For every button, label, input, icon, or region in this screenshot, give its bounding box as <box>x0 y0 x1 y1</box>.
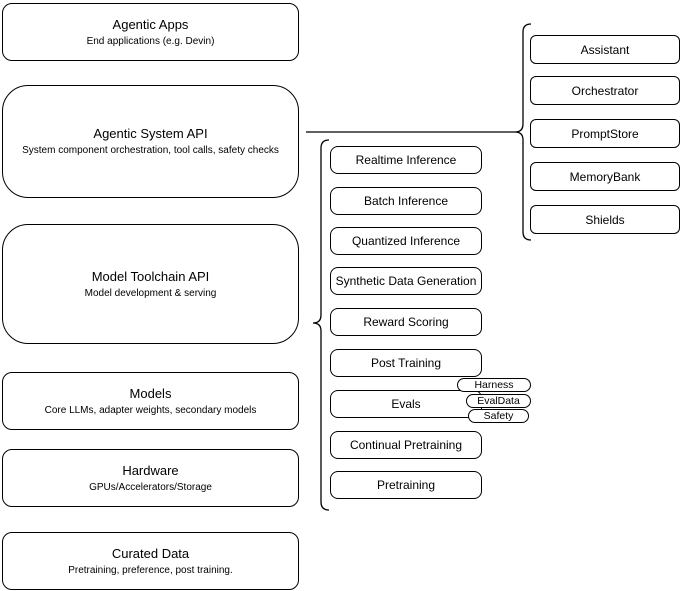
service-label: Batch Inference <box>363 194 449 208</box>
component-label: PromptStore <box>571 126 639 141</box>
layer-title: Models <box>129 385 172 401</box>
service-pretraining: Pretraining <box>330 471 482 499</box>
layer-title: Model Toolchain API <box>91 268 210 284</box>
service-label: Synthetic Data Generation <box>335 274 477 288</box>
service-label: Pretraining <box>376 478 436 492</box>
service-label: Post Training <box>370 356 442 370</box>
service-quantized-inference: Quantized Inference <box>330 227 482 255</box>
component-orchestrator: Orchestrator <box>530 76 680 105</box>
components-bracket <box>514 23 532 241</box>
eval-tag-label: Safety <box>483 409 514 422</box>
service-label: Reward Scoring <box>363 315 449 329</box>
service-label: Evals <box>391 397 421 411</box>
service-label: Quantized Inference <box>351 234 461 248</box>
eval-tag-safety: Safety <box>468 409 529 423</box>
toolchain-bracket <box>312 139 330 511</box>
component-promptstore: PromptStore <box>530 119 680 148</box>
service-evals: Evals <box>330 390 482 418</box>
layer-title: Hardware <box>122 462 179 478</box>
service-synthetic-data-generation: Synthetic Data Generation <box>330 267 482 295</box>
component-shields: Shields <box>530 205 680 234</box>
layer-agentic-system-api: Agentic System API System component orch… <box>2 85 299 198</box>
eval-tag-label: Harness <box>474 378 514 391</box>
service-post-training: Post Training <box>330 349 482 377</box>
layer-title: Agentic Apps <box>112 16 189 32</box>
layer-subtitle: Model development & serving <box>84 287 217 299</box>
component-label: Shields <box>585 212 625 227</box>
component-label: MemoryBank <box>569 169 641 184</box>
component-memorybank: MemoryBank <box>530 162 680 191</box>
layer-subtitle: End applications (e.g. Devin) <box>86 35 215 47</box>
layer-subtitle: Core LLMs, adapter weights, secondary mo… <box>44 404 257 416</box>
layer-agentic-apps: Agentic Apps End applications (e.g. Devi… <box>2 3 299 61</box>
layer-model-toolchain-api: Model Toolchain API Model development & … <box>2 224 299 344</box>
component-assistant: Assistant <box>530 35 680 64</box>
layer-title: Agentic System API <box>93 126 208 141</box>
layer-title: Curated Data <box>111 545 190 561</box>
layer-hardware: Hardware GPUs/Accelerators/Storage <box>2 449 299 507</box>
layer-models: Models Core LLMs, adapter weights, secon… <box>2 372 299 430</box>
service-batch-inference: Batch Inference <box>330 187 482 215</box>
layer-subtitle: Pretraining, preference, post training. <box>68 564 233 576</box>
service-realtime-inference: Realtime Inference <box>330 146 482 174</box>
component-label: Orchestrator <box>571 83 639 98</box>
layer-curated-data: Curated Data Pretraining, preference, po… <box>2 532 299 590</box>
service-label: Realtime Inference <box>355 153 457 167</box>
eval-tag-harness: Harness <box>457 378 531 392</box>
eval-tag-evaldata: EvalData <box>466 394 531 408</box>
service-reward-scoring: Reward Scoring <box>330 308 482 336</box>
component-label: Assistant <box>580 42 630 57</box>
service-continual-pretraining: Continual Pretraining <box>330 431 482 459</box>
eval-tag-label: EvalData <box>477 394 520 407</box>
service-label: Continual Pretraining <box>349 438 463 452</box>
layer-subtitle: System component orchestration, tool cal… <box>22 145 279 156</box>
layer-subtitle: GPUs/Accelerators/Storage <box>89 481 212 493</box>
